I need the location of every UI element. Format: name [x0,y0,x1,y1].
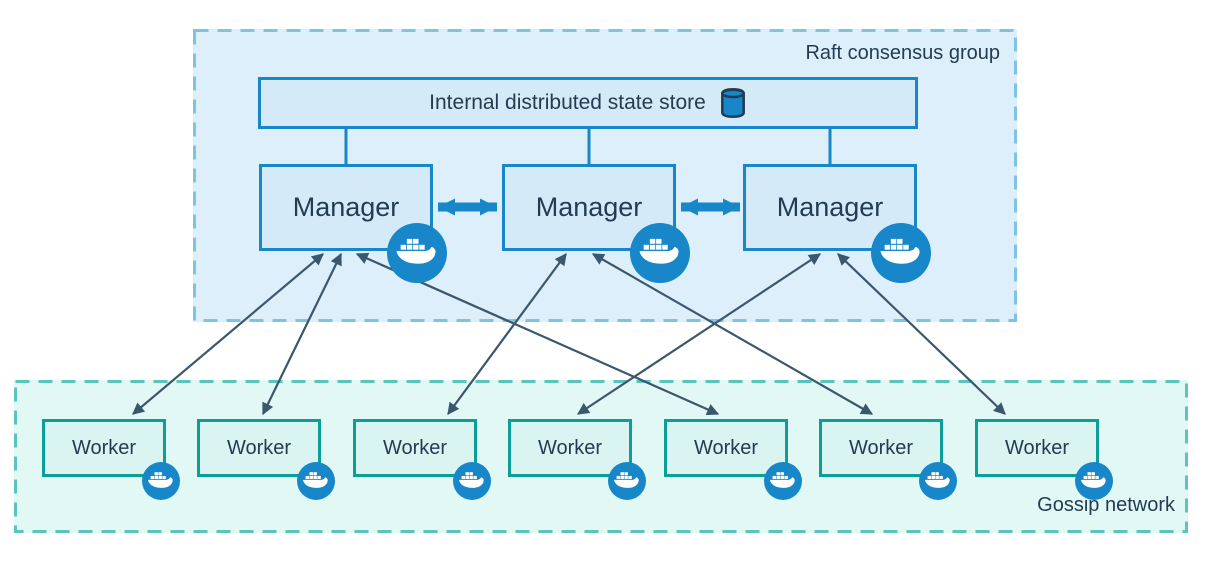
docker-whale-icon [881,238,920,264]
manager-node-1: Manager [259,164,447,283]
docker-badge [142,462,180,500]
docker-whale-icon [397,238,436,264]
raft-consensus-group-label: Raft consensus group [805,42,1000,64]
worker-label: Worker [537,436,603,459]
manager-label: Manager [292,192,400,222]
docker-whale-icon [770,471,796,488]
state-store-box: Internal distributed state store [258,77,918,129]
worker-label: Worker [71,436,137,459]
docker-whale-icon [640,238,679,264]
docker-badge [297,462,335,500]
manager-label: Manager [535,192,643,222]
worker-node-5: Worker [664,419,802,500]
docker-badge [871,223,931,283]
worker-label: Worker [226,436,292,459]
docker-whale-icon [459,471,485,488]
manager-label: Manager [776,192,884,222]
worker-label: Worker [382,436,448,459]
docker-whale-icon [925,471,951,488]
docker-badge [764,462,802,500]
worker-node-6: Worker [819,419,957,500]
worker-node-7: Worker [975,419,1113,500]
docker-whale-icon [303,471,329,488]
database-cylinder-icon [719,87,747,119]
docker-badge [919,462,957,500]
state-store-label: Internal distributed state store [429,91,706,114]
worker-label: Worker [693,436,759,459]
docker-badge [387,223,447,283]
manager-node-3: Manager [743,164,931,283]
docker-whale-icon [148,471,174,488]
worker-node-1: Worker [42,419,180,500]
worker-node-4: Worker [508,419,646,500]
manager-node-2: Manager [502,164,690,283]
docker-badge [1075,462,1113,500]
docker-badge [608,462,646,500]
docker-whale-icon [614,471,640,488]
docker-badge [630,223,690,283]
docker-whale-icon [1081,471,1107,488]
worker-label: Worker [848,436,914,459]
worker-label: Worker [1004,436,1070,459]
gossip-network-label: Gossip network [1037,494,1175,516]
worker-node-2: Worker [197,419,335,500]
docker-badge [453,462,491,500]
worker-node-3: Worker [353,419,491,500]
